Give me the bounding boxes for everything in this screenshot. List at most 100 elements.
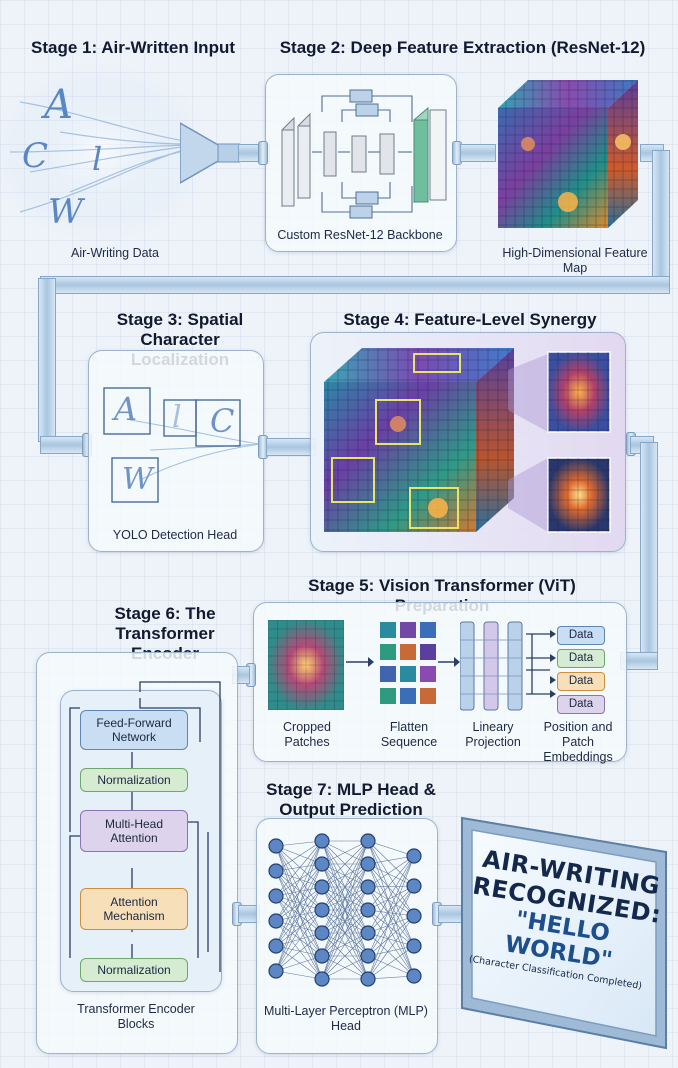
mlp-edge: [367, 840, 415, 947]
normalization-block: Normalization: [80, 958, 188, 982]
mlp-edge: [321, 863, 369, 980]
mlp-node: [360, 833, 376, 849]
arrow-1: [346, 657, 374, 667]
mlp-edge: [367, 932, 415, 977]
step-flatten-sequence: Flatten Sequence: [380, 720, 438, 749]
mlp-node: [314, 925, 330, 941]
mlp-edge: [321, 840, 369, 888]
mlp-node: [406, 848, 422, 864]
mlp-edge: [367, 840, 415, 977]
mlp-edge: [275, 955, 323, 972]
mlp-edge: [367, 886, 415, 947]
mlp-edge: [367, 855, 415, 934]
mlp-edge: [275, 870, 323, 980]
mlp-node: [314, 948, 330, 964]
mlp-edge: [367, 886, 415, 977]
mlp-edge: [275, 840, 323, 972]
mlp-edge: [367, 915, 415, 934]
step-linear-projection: Lineary Projection: [465, 720, 521, 749]
air-writing-caption: Air-Writing Data: [71, 246, 159, 260]
flatten-grid: [380, 622, 436, 704]
mlp-edge: [367, 885, 415, 911]
step-cropped-patches: Cropped Patches: [283, 720, 331, 749]
embedding-arrows: [526, 630, 556, 698]
mlp-node: [314, 902, 330, 918]
pipe-3-4: [266, 438, 316, 456]
mlp-edge: [275, 870, 323, 888]
mlp-node: [360, 971, 376, 987]
output-monitor: [461, 816, 667, 1050]
mlp-edge: [367, 909, 415, 947]
mlp-node: [268, 838, 284, 854]
mlp-edge: [275, 886, 323, 972]
mlp-edge: [275, 895, 323, 957]
mlp-edge: [321, 840, 369, 980]
mlp-edge: [367, 863, 415, 917]
yolo-letter-c: C: [210, 402, 235, 440]
mlp-edge: [275, 886, 323, 922]
linear-projection: [460, 621, 523, 711]
mlp-node: [314, 879, 330, 895]
mlp-node: [268, 938, 284, 954]
letter-a: A: [44, 82, 73, 128]
multi-head-attention-block: Multi-Head Attention: [80, 810, 188, 852]
mlp-edge: [275, 895, 323, 934]
mlp-edge: [321, 909, 369, 980]
mlp-node: [268, 888, 284, 904]
normalization-block: Normalization: [80, 768, 188, 792]
mlp-edge: [367, 932, 415, 947]
mlp-node: [314, 856, 330, 872]
mlp-network: [268, 833, 422, 987]
mlp-node: [360, 925, 376, 941]
mlp-edge: [275, 909, 323, 972]
mlp-edge: [275, 920, 323, 980]
mlp-edge: [367, 855, 415, 980]
mlp-node: [406, 968, 422, 984]
mlp-edge: [321, 840, 369, 934]
data-tag: Data: [557, 672, 605, 691]
mlp-edge: [275, 909, 323, 922]
mlp-edge: [275, 840, 323, 847]
mlp-edge: [321, 840, 369, 865]
mlp-node: [360, 856, 376, 872]
mlp-edge: [321, 886, 369, 980]
mlp-edge: [367, 840, 415, 887]
mlp-edge: [367, 909, 415, 977]
attention-mechanism-block: Attention Mechanism: [80, 888, 188, 930]
mlp-edge: [275, 895, 323, 980]
pipe-across: [40, 276, 670, 294]
stage1-title: Stage 1: Air-Written Input: [31, 38, 235, 57]
mlp-edge: [321, 840, 369, 957]
mlp-node: [406, 878, 422, 894]
mlp-edge: [275, 840, 323, 922]
mlp-edge: [367, 885, 415, 980]
mlp-edge: [275, 845, 323, 957]
pipe-down-left: [38, 278, 56, 442]
mlp-edge: [321, 840, 369, 911]
mlp-edge: [367, 855, 415, 911]
mlp-edge: [275, 870, 323, 957]
mlp-edge: [367, 863, 415, 887]
mlp-edge: [275, 886, 323, 947]
feature-map-caption: High-Dimensional Feature Map: [502, 246, 648, 275]
mlp-node: [360, 948, 376, 964]
mlp-node: [406, 938, 422, 954]
mlp-edge: [275, 945, 323, 957]
letter-c: C: [22, 136, 49, 176]
mlp-edge: [367, 840, 415, 857]
mlp-node: [360, 902, 376, 918]
data-tag: Data: [557, 626, 605, 645]
mlp-edge: [275, 886, 323, 897]
resnet-diagram: [281, 89, 447, 219]
air-writing-strokes: [0, 62, 200, 242]
mlp-node: [314, 971, 330, 987]
stage2-title: Stage 2: Deep Feature Extraction (ResNet…: [279, 38, 646, 57]
mlp-edge: [275, 863, 323, 972]
mlp-edge: [275, 845, 323, 934]
mlp-edge: [275, 863, 323, 922]
mlp-edge: [321, 955, 369, 980]
mlp-edge: [367, 975, 415, 980]
mlp-edge: [367, 855, 415, 888]
feature-map-cube: [498, 80, 638, 228]
mlp-edge: [275, 920, 323, 934]
